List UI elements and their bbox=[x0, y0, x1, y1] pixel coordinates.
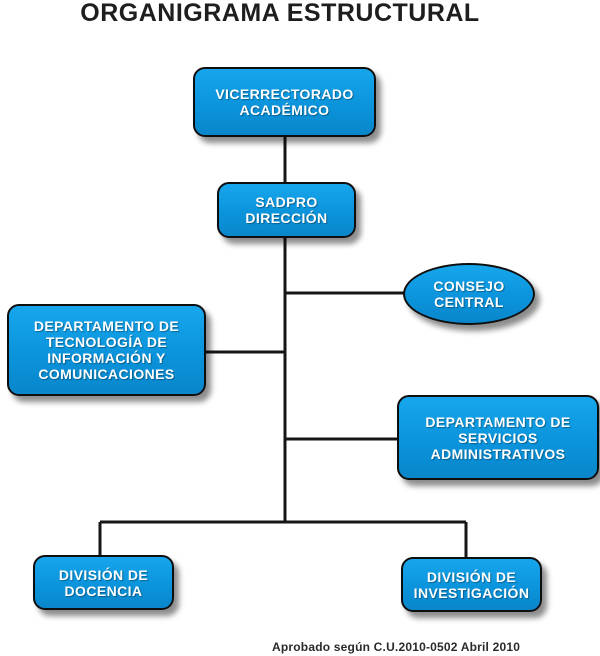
node-division-investigacion: DIVISIÓN DE INVESTIGACIÓN bbox=[401, 557, 542, 612]
node-sadpro-direccion: SADPRO DIRECCIÓN bbox=[217, 182, 356, 238]
page-title: ORGANIGRAMA ESTRUCTURAL bbox=[80, 0, 480, 27]
node-departamento-servicios-administrativos: DEPARTAMENTO DE SERVICIOS ADMINISTRATIVO… bbox=[397, 395, 599, 480]
node-label: DIVISIÓN DE DOCENCIA bbox=[58, 566, 149, 599]
node-vicerrectorado-academico: VICERRECTORADO ACADÉMICO bbox=[193, 67, 376, 137]
approval-note: Aprobado según C.U.2010-0502 Abril 2010 bbox=[272, 640, 521, 654]
node-departamento-tic: DEPARTAMENTO DE TECNOLOGÍA DE INFORMACIÓ… bbox=[7, 304, 206, 396]
node-label: DIVISIÓN DE INVESTIGACIÓN bbox=[413, 568, 530, 601]
node-label: SADPRO DIRECCIÓN bbox=[245, 194, 328, 226]
node-label: CONSEJO CENTRAL bbox=[433, 278, 505, 310]
node-label: VICERRECTORADO ACADÉMICO bbox=[215, 86, 354, 118]
node-division-docencia: DIVISIÓN DE DOCENCIA bbox=[33, 555, 174, 610]
node-label: DEPARTAMENTO DE TECNOLOGÍA DE INFORMACIÓ… bbox=[33, 318, 180, 382]
node-consejo-central: CONSEJO CENTRAL bbox=[403, 263, 535, 325]
node-label: DEPARTAMENTO DE SERVICIOS ADMINISTRATIVO… bbox=[425, 413, 571, 462]
